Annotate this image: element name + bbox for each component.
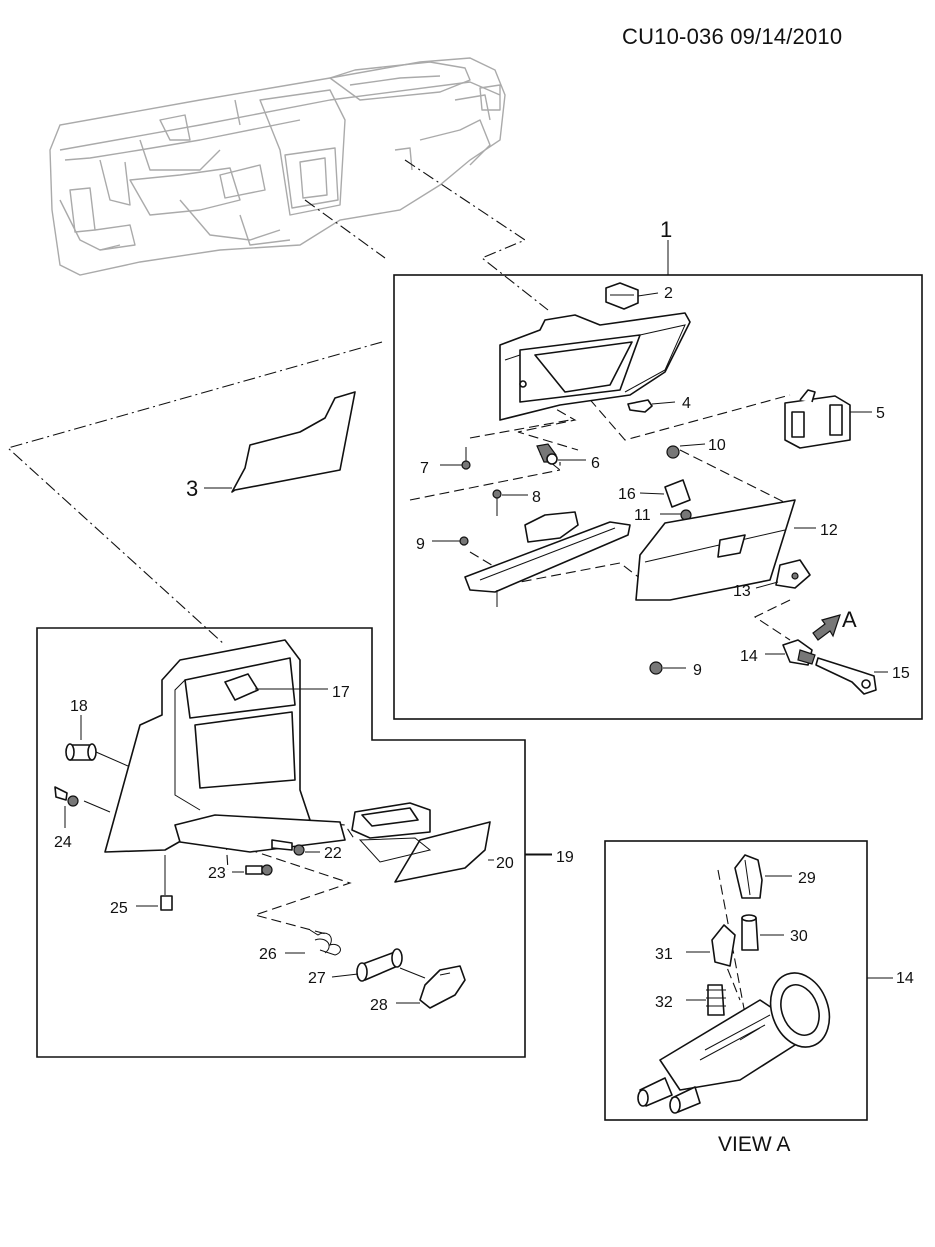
callout-23: 23 — [208, 865, 226, 882]
callout-32: 32 — [655, 994, 673, 1011]
callout-16: 16 — [618, 486, 636, 503]
console-assembly-frame — [36, 627, 526, 1058]
callout-13: 13 — [733, 583, 751, 600]
callout-14-view: 14 — [896, 970, 914, 987]
part-3-pad — [204, 391, 356, 493]
callout-18: 18 — [70, 698, 88, 715]
lock-cylinder-view-frame — [604, 840, 868, 1121]
callout-11: 11 — [634, 507, 651, 524]
callout-6: 6 — [591, 455, 600, 472]
glove-box-parts — [432, 282, 888, 695]
callout-19: 19 — [556, 849, 574, 866]
callout-26: 26 — [259, 946, 277, 963]
callout-7: 7 — [420, 460, 429, 477]
view-a-caption: VIEW A — [718, 1133, 791, 1156]
callout-14-main: 14 — [740, 648, 758, 665]
console-parts — [54, 639, 552, 1009]
document-reference: CU10-036 09/14/2010 — [622, 24, 843, 49]
callout-15: 15 — [892, 665, 910, 682]
callout-20: 20 — [496, 855, 514, 872]
callout-8: 8 — [532, 489, 541, 506]
callout-31: 31 — [655, 946, 673, 963]
callout-4: 4 — [682, 395, 691, 412]
callout-29: 29 — [798, 870, 816, 887]
callout-9-upper: 9 — [416, 536, 425, 553]
callout-10: 10 — [708, 437, 726, 454]
callout-1: 1 — [660, 217, 672, 242]
lock-cylinder-detail — [637, 854, 893, 1114]
callout-27: 27 — [308, 970, 326, 987]
callout-30: 30 — [790, 928, 808, 945]
callout-25: 25 — [110, 900, 128, 917]
callout-5: 5 — [876, 405, 885, 422]
callout-3: 3 — [186, 476, 198, 501]
callout-2: 2 — [664, 285, 673, 302]
view-a-arrow-label: A — [842, 607, 857, 632]
callout-labels: 1 2 3 4 5 6 7 8 9 9 10 11 12 13 14 14 15… — [54, 217, 914, 1014]
callout-28: 28 — [370, 997, 388, 1014]
callout-9-lower: 9 — [693, 662, 702, 679]
callout-22: 22 — [324, 845, 342, 862]
callout-24: 24 — [54, 834, 72, 851]
instrument-panel-outline — [49, 57, 506, 276]
callout-17: 17 — [332, 684, 350, 701]
glove-box-assembly-frame — [393, 274, 923, 720]
callout-12: 12 — [820, 522, 838, 539]
